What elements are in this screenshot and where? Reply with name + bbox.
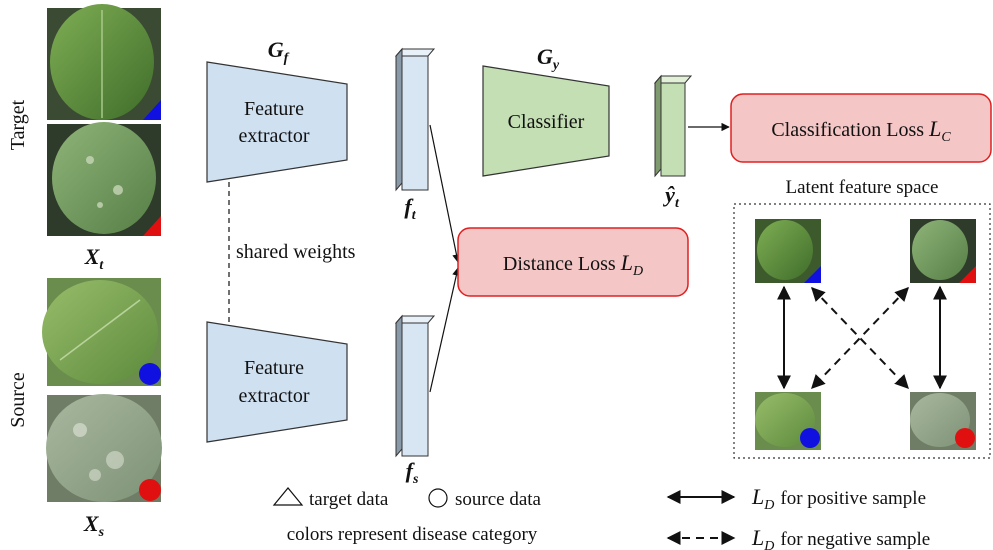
f-t-label: ft — [404, 194, 416, 223]
feature-extractor-top-line2: extractor — [238, 125, 309, 147]
latent-target-red — [910, 219, 976, 283]
red-circle-marker — [139, 479, 161, 501]
legend-colors-note: colors represent disease category — [287, 524, 538, 545]
svg-text:source data: source data — [455, 489, 542, 510]
output-vector-y — [653, 74, 693, 178]
red-triangle-marker — [143, 216, 161, 236]
arrow-ft-to-distance-loss — [429, 124, 461, 263]
latent-space-title: Latent feature space — [786, 177, 939, 198]
distance-loss-label: Distance Loss LD — [503, 250, 643, 279]
source-image-2 — [46, 394, 162, 502]
classification-loss-box: Classification Loss LC — [730, 93, 992, 163]
feature-extractor-bottom: Feature extractor — [206, 321, 348, 443]
y-hat-label: ŷt — [662, 182, 680, 211]
source-image-1 — [42, 278, 161, 386]
latent-source-blue — [755, 392, 821, 450]
triangle-icon — [272, 487, 304, 506]
blue-circle-marker — [139, 363, 161, 385]
latent-red-triangle — [959, 266, 976, 283]
distance-loss-box: Distance Loss LD — [457, 227, 689, 297]
target-label: Target — [7, 99, 29, 150]
latent-source-red — [910, 392, 976, 450]
legend-target-data: target data — [272, 487, 389, 510]
latent-blue-circle — [800, 428, 820, 448]
g-y-label: Gy — [537, 44, 560, 73]
svg-text:target data: target data — [309, 489, 389, 510]
x-s-label: Xs — [83, 511, 105, 540]
latent-negative-arrow-2 — [811, 286, 909, 390]
classifier-label: Classifier — [508, 111, 585, 133]
feature-extractor-top: Feature extractor — [206, 61, 348, 183]
target-image-1 — [47, 4, 161, 120]
feature-vector-fs — [394, 314, 436, 458]
legend-source-data: source data — [428, 488, 542, 510]
feature-extractor-bottom-line2: extractor — [238, 385, 309, 407]
blue-triangle-marker — [143, 100, 161, 120]
feature-extractor-top-line1: Feature — [244, 98, 304, 120]
g-f-label: Gf — [268, 37, 290, 66]
target-image-2 — [47, 122, 161, 236]
arrow-fs-to-distance-loss — [429, 267, 461, 393]
latent-blue-triangle — [804, 266, 821, 283]
shared-weights-label: shared weights — [236, 241, 356, 263]
circle-icon — [428, 488, 448, 508]
x-t-label: Xt — [84, 244, 105, 273]
latent-red-circle — [955, 428, 975, 448]
f-s-label: fs — [406, 458, 419, 487]
feature-extractor-bottom-line1: Feature — [244, 357, 304, 379]
source-label: Source — [7, 372, 29, 428]
classification-loss-label: Classification Loss LC — [771, 116, 951, 145]
feature-vector-ft — [394, 47, 436, 192]
latent-target-blue — [755, 219, 821, 283]
classifier-block: Classifier — [482, 65, 610, 177]
